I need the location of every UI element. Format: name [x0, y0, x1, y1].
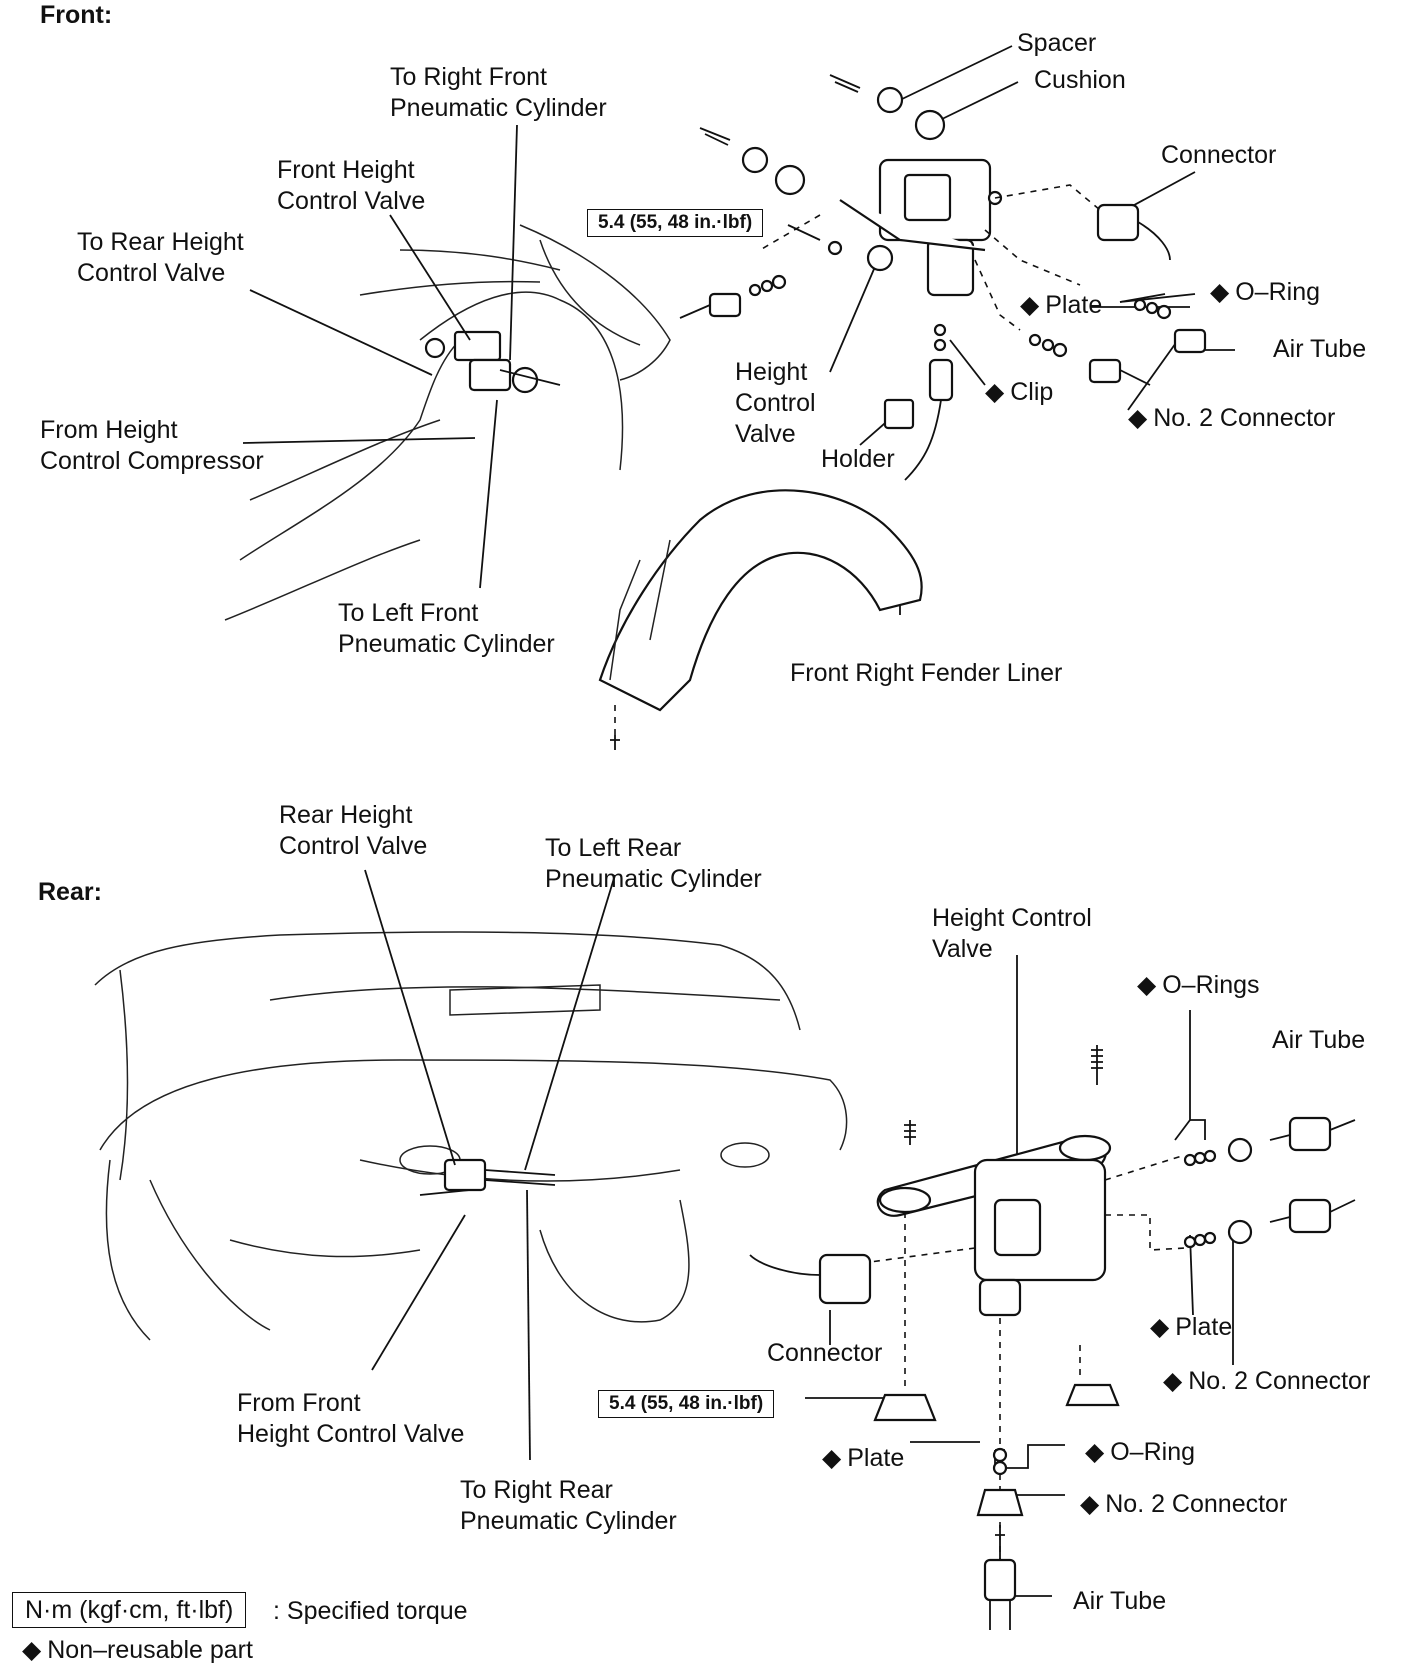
non-reusable-diamond-icon: ◆ — [1085, 1438, 1105, 1466]
label-rear-o-rings: ◆O–Rings — [1137, 970, 1260, 1001]
legend-torque-description: : Specified torque — [273, 1597, 468, 1625]
label-rear-o-rings-text: O–Rings — [1162, 971, 1260, 999]
label-rear-o-ring-bottom-text: O–Ring — [1110, 1438, 1195, 1466]
front-torque-spec: 5.4 (55, 48 in.·lbf) — [587, 209, 764, 237]
label-front-o-ring-text: O–Ring — [1235, 278, 1320, 306]
label-front-plate-text: Plate — [1045, 291, 1103, 319]
label-from-front-height-control-valve: From Front Height Control Valve — [237, 1389, 465, 1448]
label-rear-o-ring-bottom: ◆O–Ring — [1085, 1437, 1195, 1468]
legend-non-reusable-text: Non–reusable part — [47, 1636, 253, 1664]
legend-torque-box: N·m (kgf·cm, ft·lbf) — [12, 1592, 247, 1628]
label-from-height-control-compressor: From Height Control Compressor — [40, 416, 264, 475]
label-spacer: Spacer — [1017, 29, 1097, 57]
label-rear-plate-right: ◆Plate — [1150, 1312, 1232, 1343]
label-front-clip-text: Clip — [1010, 378, 1054, 406]
label-rear-no2-connector-bottom-text: No. 2 Connector — [1105, 1490, 1288, 1518]
label-rear-height-control-valve-exploded: Height Control Valve — [932, 904, 1092, 963]
label-rear-height-control-valve: Rear Height Control Valve — [279, 801, 428, 860]
label-to-rear-height-control-valve: To Rear Height Control Valve — [77, 228, 244, 287]
non-reusable-diamond-icon: ◆ — [1080, 1490, 1100, 1518]
label-rear-plate-bottom: ◆Plate — [822, 1443, 904, 1474]
non-reusable-diamond-icon: ◆ — [985, 378, 1005, 406]
non-reusable-diamond-icon: ◆ — [1020, 291, 1040, 319]
label-rear-no2-connector-right-text: No. 2 Connector — [1188, 1367, 1371, 1395]
non-reusable-diamond-icon: ◆ — [1210, 278, 1230, 306]
non-reusable-diamond-icon: ◆ — [1128, 404, 1148, 432]
rear-car-body-drawing — [94, 931, 848, 1341]
label-front-no2-connector-text: No. 2 Connector — [1153, 404, 1336, 432]
label-front-height-control-valve: Front Height Control Valve — [277, 156, 426, 215]
label-holder: Holder — [821, 445, 895, 473]
non-reusable-diamond-icon: ◆ — [1137, 971, 1157, 999]
label-rear-connector: Connector — [767, 1339, 883, 1367]
rear-section-header: Rear: — [38, 878, 102, 906]
label-to-right-rear-cylinder: To Right Rear Pneumatic Cylinder — [460, 1476, 677, 1535]
label-front-clip: ◆Clip — [985, 377, 1053, 408]
label-rear-plate-right-text: Plate — [1175, 1313, 1233, 1341]
rear-hcv-on-car-drawing — [419, 1158, 556, 1196]
rear-hcv-exploded-drawing — [749, 1045, 1356, 1630]
label-front-plate: ◆Plate — [1020, 290, 1102, 321]
non-reusable-diamond-icon: ◆ — [1150, 1313, 1170, 1341]
label-front-no2-connector: ◆No. 2 Connector — [1128, 403, 1335, 434]
non-reusable-diamond-icon: ◆ — [1163, 1367, 1183, 1395]
front-section-header: Front: — [40, 1, 113, 29]
label-to-right-front-cylinder: To Right Front Pneumatic Cylinder — [390, 63, 607, 122]
label-rear-no2-connector-bottom: ◆No. 2 Connector — [1080, 1489, 1287, 1520]
label-rear-no2-connector-right: ◆No. 2 Connector — [1163, 1366, 1370, 1397]
label-rear-plate-bottom-text: Plate — [847, 1444, 905, 1472]
label-fender-liner: Front Right Fender Liner — [790, 659, 1063, 687]
front-hcv-on-car-drawing — [424, 330, 561, 394]
label-to-left-front-cylinder: To Left Front Pneumatic Cylinder — [338, 599, 555, 658]
label-to-left-rear-cylinder: To Left Rear Pneumatic Cylinder — [545, 834, 762, 893]
front-hcv-exploded-drawing — [679, 74, 1207, 481]
non-reusable-diamond-icon: ◆ — [822, 1444, 842, 1472]
label-rear-air-tube-bottom: Air Tube — [1073, 1587, 1167, 1615]
label-front-o-ring: ◆O–Ring — [1210, 277, 1320, 308]
label-cushion: Cushion — [1034, 66, 1126, 94]
label-rear-air-tube-top: Air Tube — [1272, 1026, 1366, 1054]
front-car-body-drawing — [224, 224, 671, 621]
label-front-height-control-valve-exploded: Height Control Valve — [735, 358, 816, 448]
label-front-connector: Connector — [1161, 141, 1277, 169]
front-fender-liner-drawing — [598, 489, 923, 750]
non-reusable-diamond-icon: ◆ — [22, 1636, 42, 1664]
label-front-air-tube: Air Tube — [1273, 335, 1367, 363]
rear-torque-spec: 5.4 (55, 48 in.·lbf) — [598, 1390, 775, 1418]
legend-non-reusable: ◆Non–reusable part — [22, 1635, 253, 1666]
